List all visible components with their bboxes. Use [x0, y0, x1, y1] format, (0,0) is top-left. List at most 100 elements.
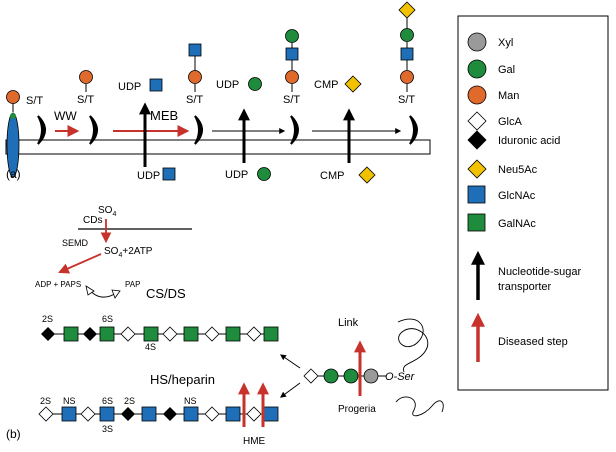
link-gal-1 [323, 368, 339, 384]
hs-glca-3 [204, 406, 220, 422]
legend-glca-label: GlcA [498, 116, 523, 128]
cmp-label-top: CMP [314, 79, 338, 91]
semd-label: SEMD [62, 238, 89, 248]
man-residue-2 [79, 70, 93, 84]
gal-residue-4 [285, 29, 299, 43]
hs-glcnac-3 [141, 406, 157, 422]
legend-transporter-label-2: transporter [498, 281, 552, 293]
adp-paps-label: ADP + PAPS [35, 280, 81, 289]
legend-iduronic-icon [467, 130, 487, 150]
hs-ns-a-label: NS [63, 396, 76, 406]
enzyme-crescent-3 [194, 115, 203, 145]
link-xyl [363, 368, 379, 384]
so4-atp-label: SO4+2ATP [104, 246, 153, 259]
udp-label-bottom-1: UDP [137, 170, 160, 182]
cs-galnac-2 [99, 326, 115, 342]
enzyme-crescent-5 [409, 115, 418, 145]
hs-glcnac-4 [183, 406, 199, 422]
hs-idoa-1 [121, 407, 135, 421]
man-residue-5 [400, 70, 414, 84]
cs-glca-2 [162, 326, 178, 342]
branch-arrow-to-cs [280, 354, 301, 369]
hs-glcnac-1 [61, 406, 77, 422]
enzyme-crescent-4 [290, 115, 299, 145]
hme-label: HME [243, 436, 266, 447]
oser-label: O-Ser [385, 371, 416, 383]
legend-xyl-label: Xyl [498, 37, 513, 49]
legend-xyl-icon [467, 32, 487, 52]
link-gal-2 [343, 368, 359, 384]
cs-2s-label: 2S [42, 314, 53, 324]
hs-label: HS/heparin [150, 372, 215, 387]
man-residue-4 [285, 70, 299, 84]
udp-gal-top [248, 77, 262, 91]
transfer-curve-head [111, 289, 121, 299]
so4-label: SO4 [98, 205, 116, 218]
cs-idoa-1 [41, 327, 55, 341]
legend-galnac-icon [467, 213, 486, 232]
gal-residue-5 [400, 28, 414, 42]
core-protein-squiggle [395, 318, 444, 417]
legend-man-label: Man [498, 90, 519, 102]
cmp-neu5ac-bottom [358, 166, 376, 184]
cs-4s-label: 4S [145, 342, 156, 352]
enzyme-crescent-1 [37, 115, 46, 145]
semd-arrow [58, 253, 102, 274]
hs-glcnac-2 [99, 406, 115, 422]
branch-arrow-to-hs [280, 382, 301, 398]
udp-label-top-1: UDP [118, 81, 141, 93]
udp-glcnac-bottom [162, 167, 176, 181]
glcnac-residue-3 [188, 43, 202, 57]
transfer-curve-tail [85, 285, 95, 296]
st-label-5: S/T [398, 94, 415, 106]
legend-neu5ac-icon [467, 159, 487, 179]
cs-glca-4 [246, 326, 262, 342]
hs-glcnac-5 [225, 406, 241, 422]
legend: Xyl Gal Man GlcA Iduronic acid Neu5Ac Gl… [457, 15, 609, 391]
glcnac-residue-4 [285, 47, 299, 61]
glcnac-residue-5 [400, 47, 414, 61]
cs-idoa-2 [83, 327, 97, 341]
hs-6s-label: 6S [102, 396, 113, 406]
cs-glca-3 [204, 326, 220, 342]
progeria-label: Progeria [338, 404, 376, 415]
link-label: Link [338, 317, 359, 329]
hs-2s-a-label: 2S [40, 396, 51, 406]
legend-transporter-label-1: Nucleotide-sugar [498, 266, 581, 278]
meb-label: MEB [150, 108, 178, 123]
membrane-bar [5, 139, 431, 155]
hs-3s-label: 3S [102, 424, 113, 434]
hs-2s-b-label: 2S [124, 396, 135, 406]
cs-galnac-5 [225, 326, 241, 342]
st-label-3: S/T [186, 94, 203, 106]
legend-man-icon [467, 85, 487, 105]
csds-label: CS/DS [146, 286, 186, 301]
cmp-neu5ac-top [344, 75, 362, 93]
udp-glcnac-top [149, 78, 163, 92]
udp-label-bottom-2: UDP [225, 169, 248, 181]
st-label-4: S/T [283, 94, 300, 106]
cs-galnac-4 [183, 326, 199, 342]
hs-glca-2 [80, 406, 96, 422]
cs-galnac-3 [143, 326, 159, 342]
hs-glca-1 [38, 406, 54, 422]
legend-glcnac-label: GlcNAc [498, 190, 536, 202]
panel-b: SO4 CDs SO4+2ATP SEMD ADP + PAPS PAP CS/… [6, 205, 444, 447]
panel-b-label: (b) [6, 427, 21, 441]
panel-a: S/T WW S/T MEB UDP UDP S/T UDP [5, 1, 431, 184]
link-glca [303, 368, 319, 384]
protein-small-sugar [10, 113, 16, 119]
cs-galnac-6 [263, 326, 279, 342]
legend-glca-icon [467, 111, 487, 131]
cmp-label-bottom: CMP [320, 170, 344, 182]
legend-galnac-label: GalNAc [498, 218, 536, 230]
ww-label: WW [54, 109, 77, 123]
st-label-2: S/T [77, 94, 94, 106]
man-residue-3 [188, 70, 202, 84]
panel-a-label: (a) [6, 167, 21, 181]
udp-gal-bottom [257, 167, 271, 181]
hs-ns-b-label: NS [184, 396, 197, 406]
neu5ac-residue-5 [398, 1, 416, 19]
legend-gal-icon [467, 59, 487, 79]
